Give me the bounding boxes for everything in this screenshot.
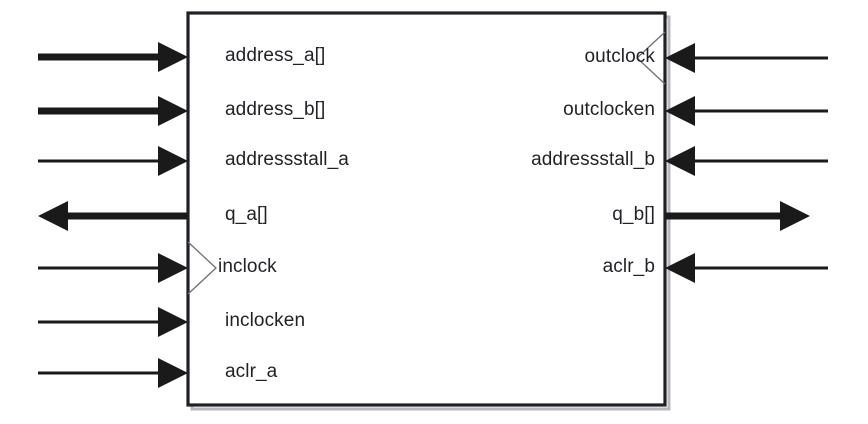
arrow-head-right xyxy=(780,201,810,231)
port-aclr-b xyxy=(665,253,828,283)
arrow-head-left xyxy=(665,43,695,73)
clock-edge-marker-icon xyxy=(636,31,666,85)
arrow-head-left xyxy=(665,253,695,283)
arrow-head-right xyxy=(158,146,188,176)
port-inclock xyxy=(38,241,217,295)
port-label-address-b: address_b[] xyxy=(225,99,326,120)
port-address-a xyxy=(38,42,188,72)
port-label-aclr-a: aclr_a xyxy=(225,361,278,382)
port-label-address-a: address_a[] xyxy=(225,45,326,66)
arrow-head-left xyxy=(665,146,695,176)
port-label-inclocken: inclocken xyxy=(225,310,306,331)
port-label-addressstall-b: addressstall_b xyxy=(531,149,655,170)
port-outclock xyxy=(636,31,828,85)
port-label-inclock: inclock xyxy=(218,256,277,277)
arrow-head-right xyxy=(158,253,188,283)
port-aclr-a xyxy=(38,358,188,388)
arrow-head-right xyxy=(158,358,188,388)
arrow-head-right xyxy=(158,307,188,337)
port-address-b xyxy=(38,96,188,126)
arrow-head-left xyxy=(38,201,68,231)
port-q-b xyxy=(665,201,810,231)
port-outclocken xyxy=(665,96,828,126)
arrow-head-right xyxy=(158,42,188,72)
port-q-a xyxy=(38,201,188,231)
arrow-head-right xyxy=(158,96,188,126)
port-label-q-b: q_b[] xyxy=(612,204,655,225)
port-addressstall-b xyxy=(665,146,828,176)
port-label-q-a: q_a[] xyxy=(225,204,268,225)
port-inclocken xyxy=(38,307,188,337)
port-label-outclocken: outclocken xyxy=(563,99,655,120)
port-addressstall-a xyxy=(38,146,188,176)
port-label-outclock: outclock xyxy=(584,46,655,67)
port-label-aclr-b: aclr_b xyxy=(602,256,655,277)
port-label-addressstall-a: addressstall_a xyxy=(225,149,349,170)
arrow-head-left xyxy=(665,96,695,126)
block-outline xyxy=(186,11,667,407)
clock-edge-marker-icon xyxy=(187,241,217,295)
